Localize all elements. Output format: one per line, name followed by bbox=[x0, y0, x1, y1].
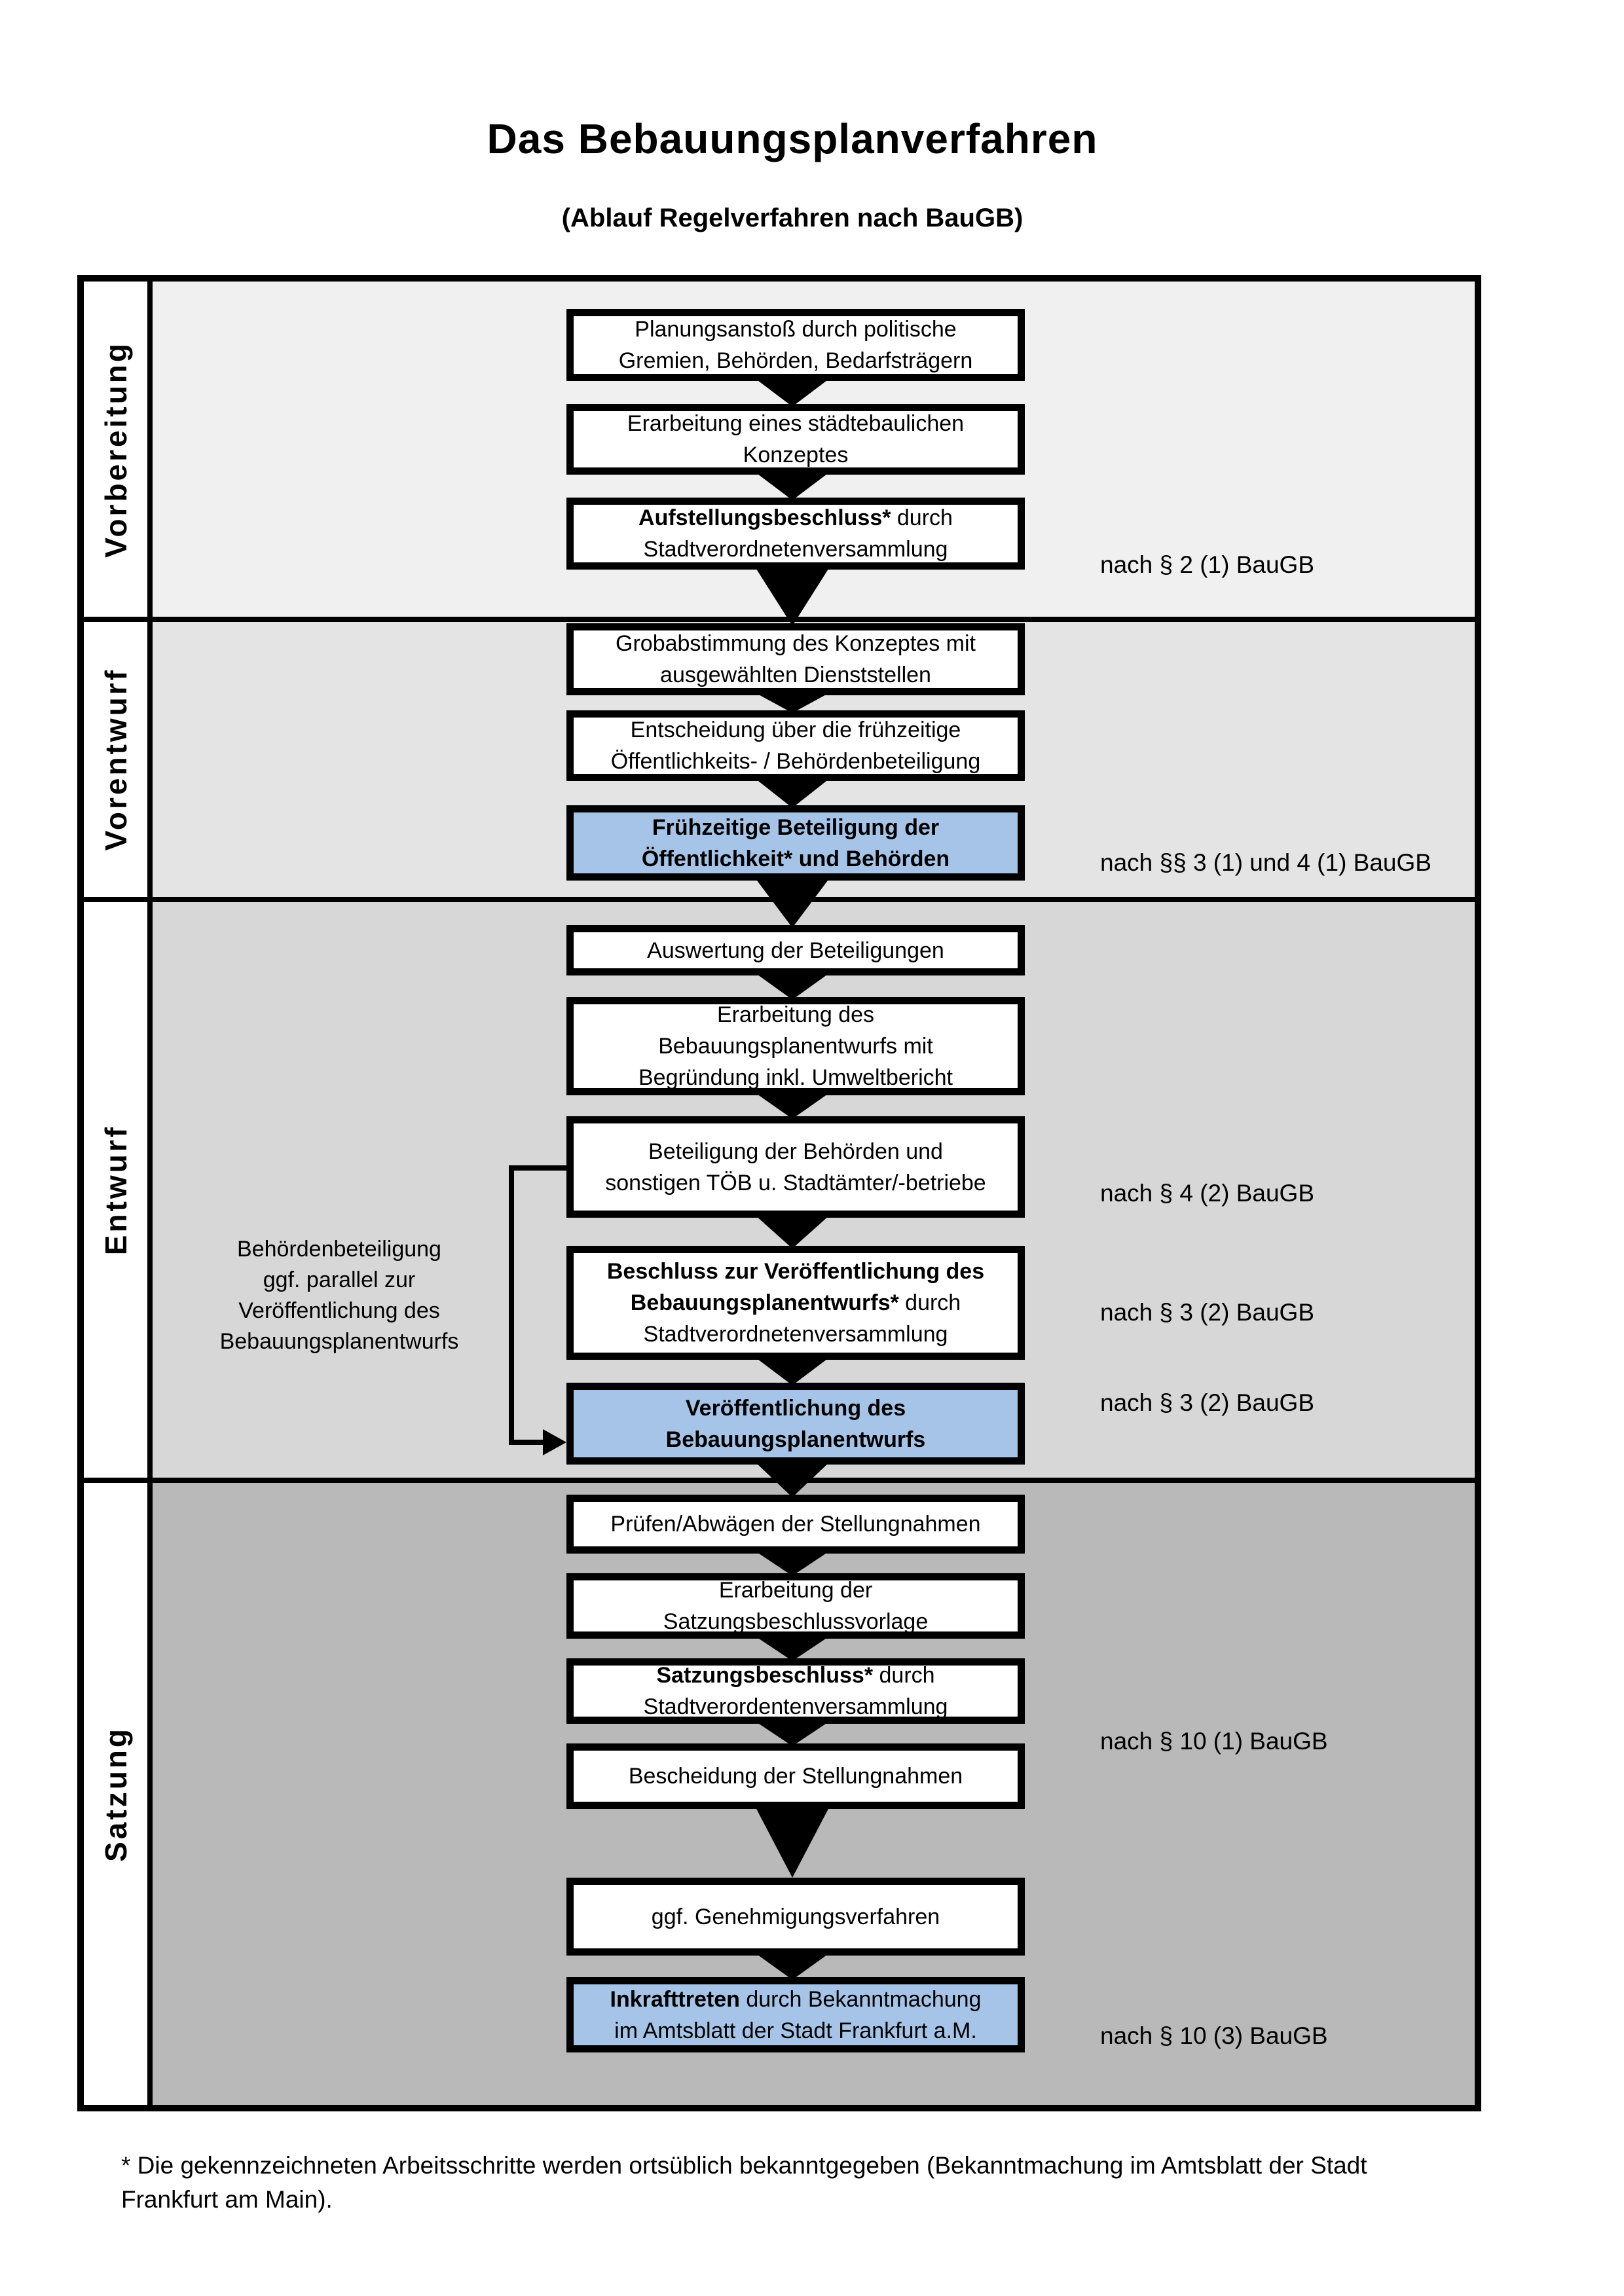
phase-label-vorbereitung: Vorbereitung bbox=[98, 340, 133, 558]
step-text: ggf. Genehmigungsverfahren bbox=[651, 1904, 940, 1929]
flowchart-frame: Vorbereitung Vorentwurf Entwurf Satzung bbox=[77, 275, 1481, 2111]
step-text: durch Stadtverordentenversammlung bbox=[643, 1663, 948, 1719]
legal-ref: nach § 3 (2) BauGB bbox=[1100, 1299, 1315, 1326]
down-arrow-icon bbox=[755, 878, 830, 928]
legal-ref: nach § 10 (1) BauGB bbox=[1100, 1728, 1328, 1755]
down-arrow-icon bbox=[755, 378, 830, 407]
step-box-auswertung: Auswertung der Beteiligungen bbox=[566, 925, 1025, 975]
phase-label-cell-satzung: Satzung bbox=[84, 1483, 153, 2105]
step-text: Erarbeitung eines städtebaulichen Konzep… bbox=[627, 411, 965, 467]
step-text: Planungsanstoß durch politische Gremien,… bbox=[618, 317, 973, 373]
step-text: Entscheidung über die frühzeitige Öffent… bbox=[610, 718, 981, 774]
header: Das Bebauungsplanverfahren (Ablauf Regel… bbox=[367, 115, 1218, 233]
connector-vertical-segment bbox=[509, 1165, 514, 1445]
down-arrow-icon bbox=[755, 1636, 830, 1661]
down-arrow-icon bbox=[755, 693, 830, 713]
connector-bottom-segment bbox=[509, 1440, 545, 1445]
step-text: durch Stadtverordnetenversammlung bbox=[643, 505, 953, 562]
phase-label-satzung: Satzung bbox=[98, 1726, 133, 1862]
step-box-veroeffentlichung-entwurf: Veröffentlichung des Bebauungsplanentwur… bbox=[566, 1383, 1025, 1465]
down-arrow-icon bbox=[755, 1551, 830, 1576]
down-arrow-icon bbox=[755, 1806, 830, 1878]
step-text: Beteiligung der Behörden und sonstigen T… bbox=[605, 1139, 986, 1195]
phase-label-cell-vorentwurf: Vorentwurf bbox=[84, 622, 153, 897]
step-box-genehmigungsverfahren: ggf. Genehmigungsverfahren bbox=[566, 1878, 1025, 1956]
step-emphasis: Aufstellungsbeschluss* bbox=[638, 505, 891, 530]
step-text: durch Stadtverordnetenversammlung bbox=[643, 1290, 961, 1347]
flowchart-inner: Vorbereitung Vorentwurf Entwurf Satzung bbox=[84, 282, 1475, 2105]
down-arrow-icon bbox=[755, 1093, 830, 1119]
connector-arrowhead-icon bbox=[543, 1429, 566, 1455]
down-arrow-icon bbox=[755, 567, 830, 626]
page-title: Das Bebauungsplanverfahren bbox=[487, 115, 1098, 162]
phase-label-cell-entwurf: Entwurf bbox=[84, 902, 153, 1478]
footnote: * Die gekennzeichneten Arbeitsschritte w… bbox=[121, 2152, 1367, 2213]
step-text: durch Bekanntmachung im Amtsblatt der St… bbox=[614, 1986, 982, 2043]
legal-ref: nach § 3 (2) BauGB bbox=[1100, 1389, 1315, 1416]
step-box-aufstellungsbeschluss: Aufstellungsbeschluss* durch Stadtverord… bbox=[566, 498, 1025, 570]
phase-label-cell-vorbereitung: Vorbereitung bbox=[84, 282, 153, 617]
step-text: Prüfen/Abwägen der Stellungnahmen bbox=[610, 1512, 981, 1537]
step-emphasis: Frühzeitige Beteiligung der Öffentlichke… bbox=[641, 814, 950, 871]
step-text: Erarbeitung des Bebauungsplanentwurfs mi… bbox=[638, 1002, 953, 1090]
legal-ref: nach § 10 (3) BauGB bbox=[1100, 2022, 1328, 2049]
phase-label-vorentwurf: Vorentwurf bbox=[98, 668, 133, 851]
step-emphasis: Veröffentlichung des Bebauungsplanentwur… bbox=[665, 1395, 926, 1452]
side-note: Behördenbeteiligung ggf. parallel zur Ve… bbox=[219, 1237, 459, 1354]
step-box-grobabstimmung: Grobabstimmung des Konzeptes mit ausgewä… bbox=[566, 623, 1025, 695]
step-emphasis: Inkrafttreten bbox=[610, 1986, 740, 2012]
step-box-fruehzeitige-beteiligung: Frühzeitige Beteiligung der Öffentlichke… bbox=[566, 805, 1025, 881]
step-emphasis: Satzungsbeschluss* bbox=[656, 1663, 874, 1688]
step-box-pruefen-abwaegen: Prüfen/Abwägen der Stellungnahmen bbox=[566, 1495, 1025, 1554]
step-box-staedtebauliches-konzept: Erarbeitung eines städtebaulichen Konzep… bbox=[566, 404, 1025, 475]
legal-ref: nach § 2 (1) BauGB bbox=[1100, 551, 1315, 578]
legal-ref: nach §§ 3 (1) und 4 (1) BauGB bbox=[1100, 849, 1431, 876]
step-box-inkrafttreten: Inkrafttreten durch Bekanntmachung im Am… bbox=[566, 1977, 1025, 2052]
page-subtitle: (Ablauf Regelverfahren nach BauGB) bbox=[561, 204, 1024, 232]
down-arrow-icon bbox=[755, 1357, 830, 1385]
phase-label-entwurf: Entwurf bbox=[98, 1124, 133, 1256]
step-box-beschluss-veroeffentlichung: Beschluss zur Veröffentlichung des Bebau… bbox=[566, 1246, 1025, 1360]
step-box-behoerdenbeteiligung: Beteiligung der Behörden und sonstigen T… bbox=[566, 1116, 1025, 1218]
down-arrow-icon bbox=[755, 1721, 830, 1746]
down-arrow-icon bbox=[755, 778, 830, 808]
step-text: Bescheidung der Stellungnahmen bbox=[628, 1764, 963, 1789]
down-arrow-icon bbox=[755, 1462, 830, 1497]
down-arrow-icon bbox=[755, 973, 830, 1000]
step-box-entscheidung-beteiligung: Entscheidung über die frühzeitige Öffent… bbox=[566, 710, 1025, 781]
step-box-satzungsbeschlussvorlage: Erarbeitung der Satzungsbeschlussvorlage bbox=[566, 1573, 1025, 1639]
step-box-erarbeitung-entwurf: Erarbeitung des Bebauungsplanentwurfs mi… bbox=[566, 997, 1025, 1095]
down-arrow-icon bbox=[755, 1953, 830, 1980]
step-text: Auswertung der Beteiligungen bbox=[647, 938, 944, 963]
step-box-satzungsbeschluss: Satzungsbeschluss* durch Stadtverordente… bbox=[566, 1658, 1025, 1724]
legal-ref: nach § 4 (2) BauGB bbox=[1100, 1180, 1315, 1207]
step-box-bescheidung: Bescheidung der Stellungnahmen bbox=[566, 1743, 1025, 1809]
down-arrow-icon bbox=[755, 472, 830, 500]
step-box-planungsanstoss: Planungsanstoß durch politische Gremien,… bbox=[566, 309, 1025, 381]
step-emphasis: Beschluss zur Veröffentlichung des Bebau… bbox=[606, 1259, 985, 1315]
connector-top-segment bbox=[509, 1165, 566, 1171]
down-arrow-icon bbox=[755, 1215, 830, 1248]
step-text: Erarbeitung der Satzungsbeschlussvorlage bbox=[663, 1578, 929, 1634]
step-text: Grobabstimmung des Konzeptes mit ausgewä… bbox=[616, 631, 976, 687]
